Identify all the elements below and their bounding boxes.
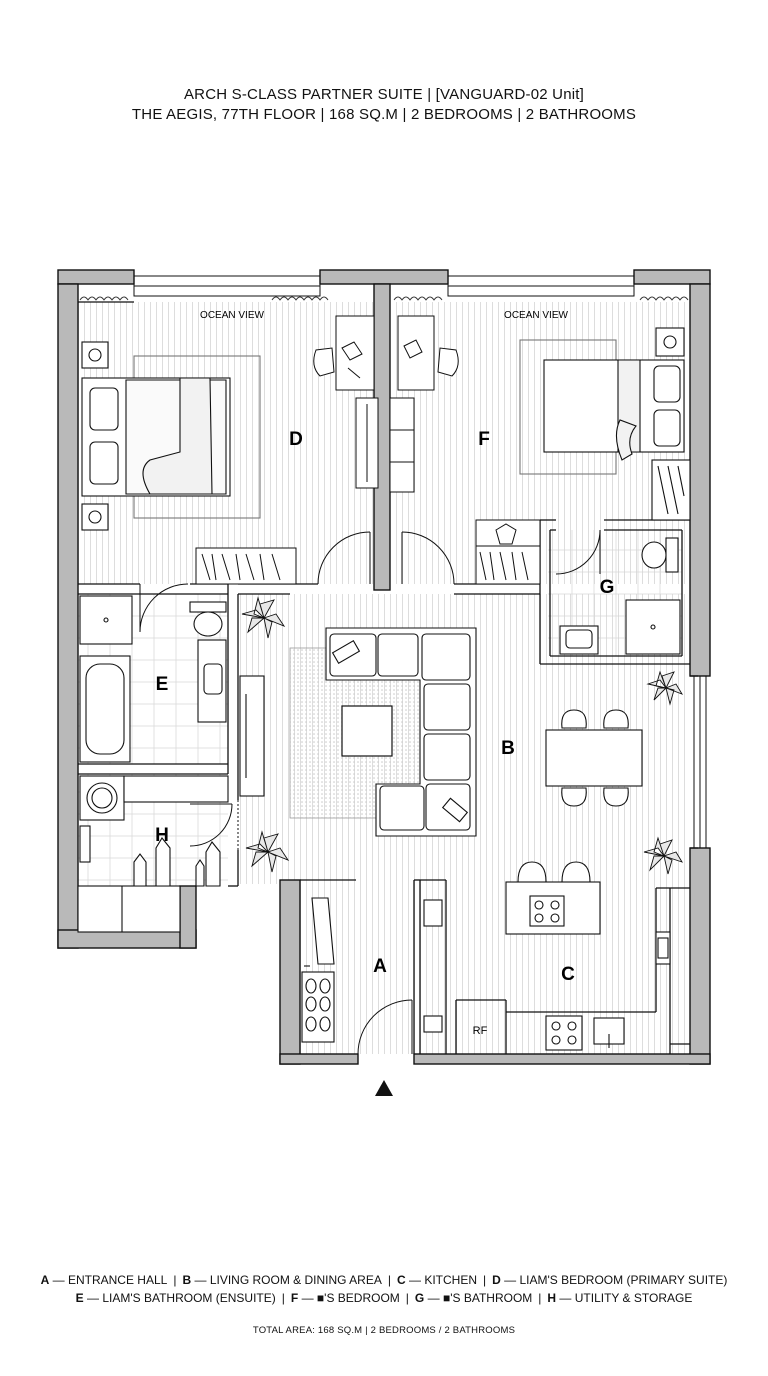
room-label-b: B — [501, 738, 515, 759]
bathtub-icon — [79, 655, 131, 763]
desk-left — [195, 315, 379, 585]
room-label-f: F — [478, 429, 490, 450]
legend-item-g: G — ■'S BATHROOM — [414, 1291, 533, 1305]
bath-g-fixtures — [559, 537, 681, 655]
coffee-table — [341, 705, 393, 757]
total-area-note: TOTAL AREA: 168 SQ.M | 2 BEDROOMS / 2 BA… — [252, 1325, 516, 1336]
legend-item-h: H — UTILITY & STORAGE — [547, 1291, 693, 1305]
doors — [139, 529, 601, 1055]
tv-unit — [239, 675, 265, 797]
legend-item-f: F — ■'S BEDROOM — [290, 1291, 400, 1305]
dining-table — [545, 709, 643, 807]
legend-item-c: C — KITCHEN — [396, 1273, 477, 1287]
room-label-a: A — [373, 956, 387, 977]
sink-icon — [593, 1017, 625, 1048]
washer-icon — [79, 775, 125, 821]
legend-item-a: A — ENTRANCE HALL — [40, 1273, 168, 1287]
toilet-icon-g — [641, 537, 679, 573]
legend-line-1: A — ENTRANCE HALL|B — LIVING ROOM & DINI… — [40, 1273, 728, 1287]
entry-arrow-icon — [375, 1080, 393, 1096]
room-label-e: E — [156, 674, 169, 695]
room-label-c: C — [561, 964, 575, 985]
stove-icon — [529, 895, 565, 927]
ocean-view-right-label: OCEAN VIEW — [504, 310, 568, 321]
plan-title: ARCH S-CLASS PARTNER SUITE | [VANGUARD-0… — [183, 86, 585, 103]
fridge-label: RF — [473, 1025, 488, 1037]
toilet-icon — [189, 601, 227, 637]
utility-fixtures — [77, 775, 229, 933]
entry-storage — [301, 897, 443, 1043]
bed-icon — [81, 341, 261, 531]
room-label-g: G — [600, 577, 615, 598]
sink-icon-g — [559, 625, 599, 655]
legend-item-d: D — LIAM'S BEDROOM (PRIMARY SUITE) — [492, 1273, 728, 1287]
kitchen-island — [505, 861, 601, 935]
ocean-view-left-label: OCEAN VIEW — [200, 310, 264, 321]
windows — [133, 275, 707, 849]
plant-icon — [241, 596, 684, 875]
legend-item-b: B — LIVING ROOM & DINING AREA — [182, 1273, 382, 1287]
legend-item-e: E — LIAM'S BATHROOM (ENSUITE) — [75, 1291, 276, 1305]
kitchen-counter — [545, 931, 671, 1051]
legend-line-2: E — LIAM'S BATHROOM (ENSUITE)|F — ■'S BE… — [75, 1291, 693, 1305]
plan-subtitle: THE AEGIS, 77TH FLOOR | 168 SQ.M | 2 BED… — [131, 106, 637, 123]
bed-icon-f — [519, 327, 691, 521]
ensuite-fixtures — [79, 595, 227, 763]
desk-right — [389, 315, 541, 585]
curtains — [79, 296, 689, 301]
room-label-d: D — [289, 429, 303, 450]
sofa-icon — [325, 627, 477, 837]
room-label-h: H — [155, 825, 169, 846]
